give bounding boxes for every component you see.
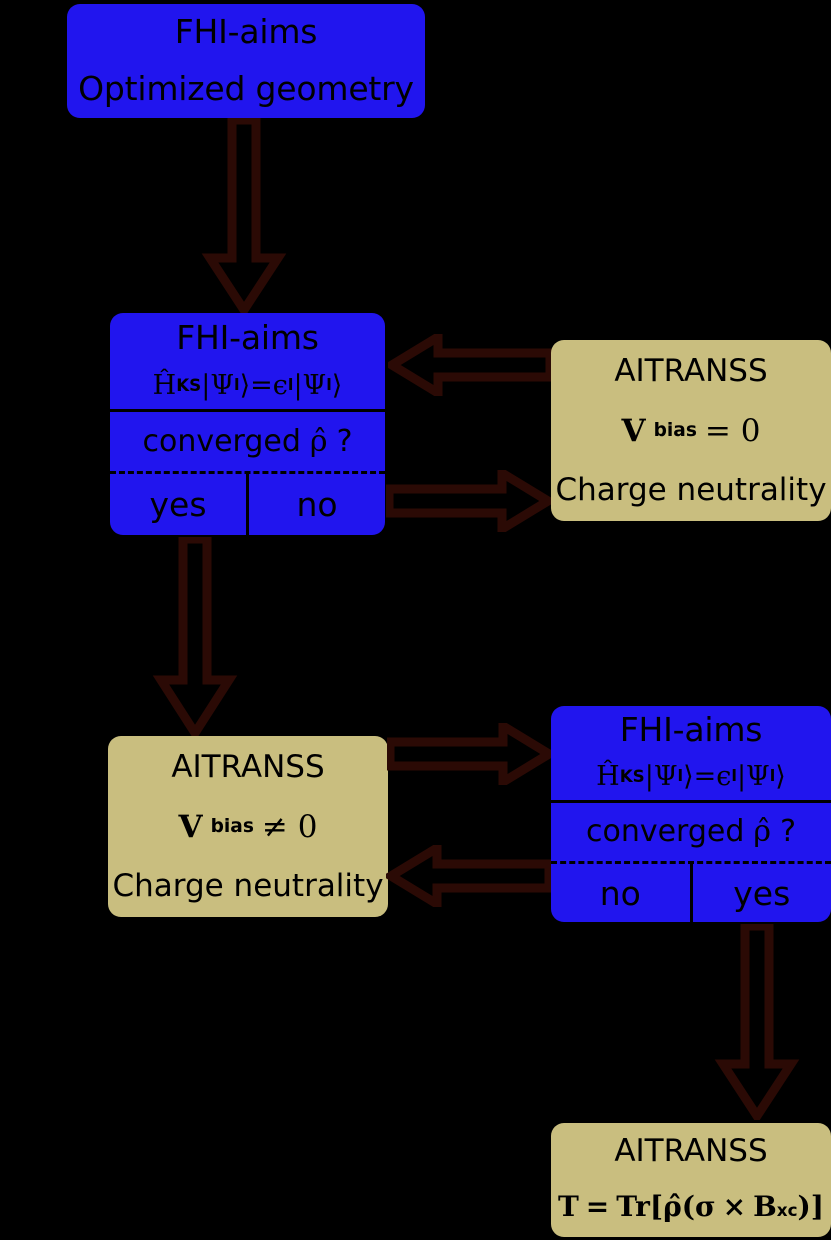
bfield-subscript: xc xyxy=(776,1200,798,1220)
converged-label: converged xyxy=(585,814,745,849)
equals-sign: = xyxy=(693,761,717,792)
box1-subtitle: Optimized geometry xyxy=(78,68,414,108)
hamiltonian-symbol: Ĥ xyxy=(152,369,177,401)
box2-answer-row: yes no xyxy=(110,471,385,535)
box-fhi-aims-optimized-geometry[interactable]: FHI-aims Optimized geometry xyxy=(67,4,425,118)
equals-sign: = xyxy=(250,369,273,401)
box4-note: Charge neutrality xyxy=(112,868,384,904)
psi-open-2: |Ψ xyxy=(293,369,327,401)
box2-title: FHI-aims xyxy=(176,317,319,357)
box5-answer-row: no yes xyxy=(551,861,831,922)
box4-label: AITRANSS xyxy=(171,748,325,785)
hamiltonian-symbol: Ĥ xyxy=(596,761,620,792)
transmission-symbol: T xyxy=(557,1190,579,1223)
arrow-geometry-to-scf xyxy=(194,118,294,314)
box5-answer-no[interactable]: no xyxy=(599,873,641,913)
psi-open-2: |Ψ xyxy=(736,761,770,792)
rho-symbol: ρ̂ xyxy=(753,814,772,849)
epsilon-index: l xyxy=(731,766,737,786)
box6-label: AITRANSS xyxy=(614,1132,768,1169)
bias-subscript: bias xyxy=(210,815,254,837)
box5-answer-yes[interactable]: yes xyxy=(689,864,831,922)
trace-open: Tr[ xyxy=(616,1190,664,1223)
arrow-scf-no-to-aitranss0 xyxy=(386,470,552,532)
epsilon-symbol: ϵ xyxy=(716,761,732,792)
box2-answer-yes[interactable]: yes xyxy=(149,485,207,524)
box5-convergence-question: converged ρ̂ ? xyxy=(551,800,831,861)
psi-open: |Ψ xyxy=(644,761,678,792)
psi-index: l xyxy=(234,374,240,394)
converged-label: converged xyxy=(142,423,301,459)
arrow-scf-right-no-to-aitranssV xyxy=(386,845,552,907)
sigma-symbol: σ xyxy=(694,1190,716,1223)
arrow-aitranssV-to-scf-right xyxy=(387,723,553,785)
paren-open: ( xyxy=(681,1190,695,1223)
bfield-symbol: B xyxy=(753,1190,777,1223)
bias-subscript: bias xyxy=(653,419,697,441)
ket-close: ⟩ xyxy=(683,761,694,792)
ket-close-2: ⟩ xyxy=(331,369,343,401)
box2-convergence-question: converged ρ̂ ? xyxy=(110,409,385,471)
epsilon-index: l xyxy=(287,374,294,394)
arrow-aitranss0-to-scf xyxy=(388,334,552,396)
arrow-scf-right-yes-to-transmission xyxy=(707,924,807,1120)
epsilon-symbol: ϵ xyxy=(272,369,288,401)
paren-close: )] xyxy=(797,1190,825,1223)
equals-sign: = xyxy=(585,1190,610,1223)
ks-superscript: KS xyxy=(619,766,645,787)
psi-index-2: l xyxy=(326,374,332,394)
question-mark: ? xyxy=(780,814,796,849)
box2-answer-no[interactable]: no xyxy=(246,474,385,535)
bias-relation: = 0 xyxy=(704,412,761,449)
question-mark: ? xyxy=(336,423,353,459)
ket-close: ⟩ xyxy=(239,369,251,401)
ket-close-2: ⟩ xyxy=(775,761,786,792)
arrow-scf-yes-to-aitranssV xyxy=(145,537,245,737)
bias-relation: ≠ 0 xyxy=(261,808,318,845)
voltage-symbol: V xyxy=(178,808,203,845)
cross-product-sign: × xyxy=(722,1190,747,1223)
psi-open: |Ψ xyxy=(201,369,235,401)
box3-note: Charge neutrality xyxy=(555,472,827,508)
box1-title: FHI-aims xyxy=(174,12,318,51)
voltage-symbol: V xyxy=(621,412,646,449)
ks-superscript: KS xyxy=(176,374,202,395)
rho-symbol: ρ̂ xyxy=(309,423,328,459)
psi-index: l xyxy=(677,766,684,786)
box3-label: AITRANSS xyxy=(614,352,768,389)
rho-symbol: ρ̂ xyxy=(663,1190,682,1223)
psi-index-2: l xyxy=(769,766,776,786)
box5-title: FHI-aims xyxy=(619,710,763,749)
